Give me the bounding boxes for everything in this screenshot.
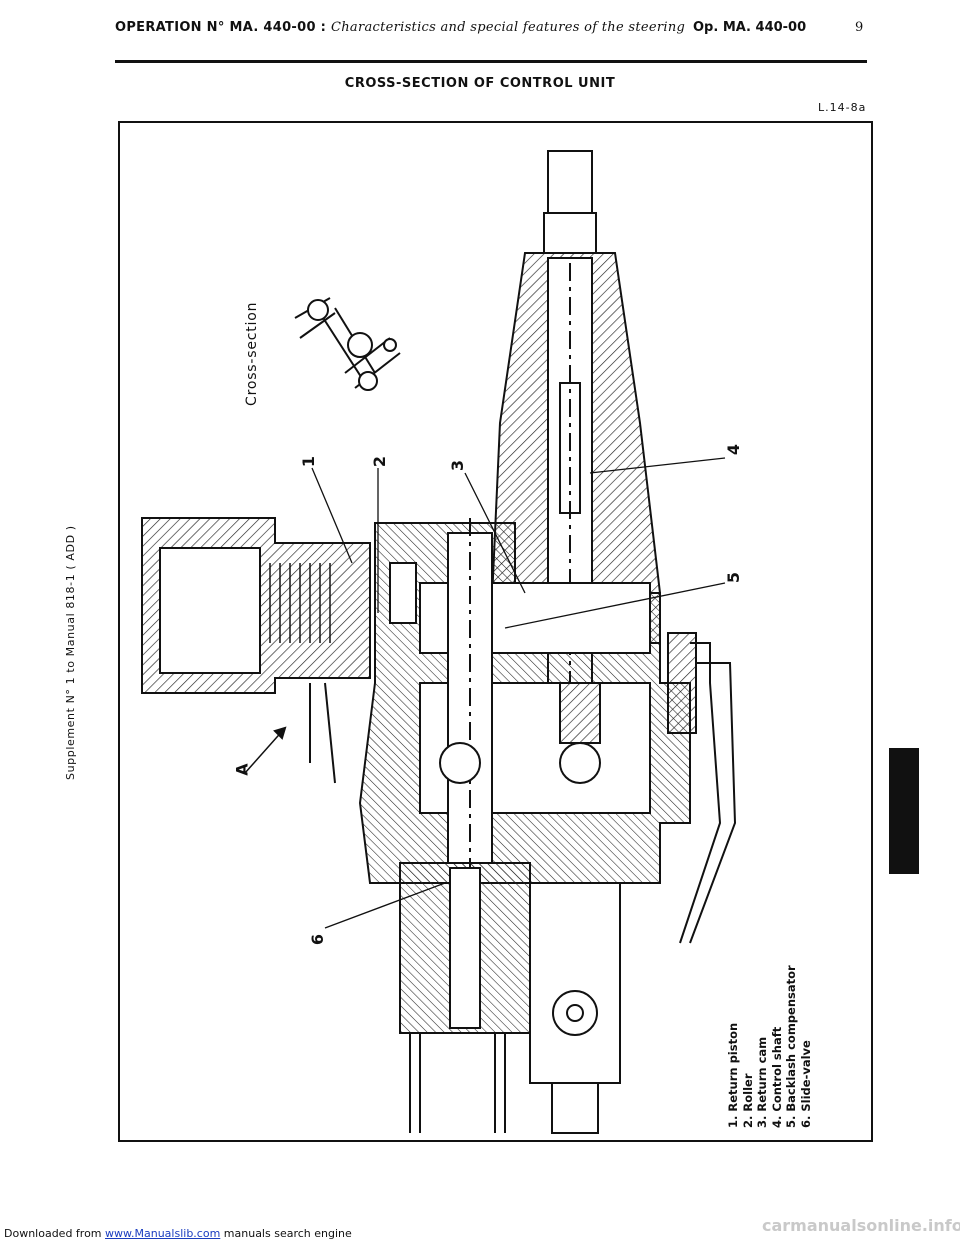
manualslib-link[interactable]: www.Manualslib.com xyxy=(105,1227,221,1240)
cross-section-label: Cross-section xyxy=(244,301,260,406)
callout-1: 1 xyxy=(299,455,319,468)
universal-joint xyxy=(529,882,621,1084)
header-subject: Characteristics and special features of … xyxy=(330,20,686,35)
download-footer: Downloaded from www.Manualslib.com manua… xyxy=(4,1227,352,1240)
figure-title: CROSS-SECTION OF CONTROL UNIT xyxy=(344,76,616,91)
piston-bore xyxy=(159,547,261,674)
cross-section-inset xyxy=(294,297,401,391)
section-tab-marker xyxy=(889,748,919,874)
legend-item: 1. Return piston xyxy=(726,1022,740,1128)
callout-4: 4 xyxy=(724,443,744,456)
figure-reference: L.14-8a xyxy=(818,101,867,114)
shaft-end xyxy=(547,150,593,214)
leader-4 xyxy=(589,457,726,474)
legend-item: 5. Backlash compensator xyxy=(784,965,798,1128)
leader-5 xyxy=(504,582,726,629)
page-number: 9 xyxy=(855,20,864,35)
header-operation: OPERATION N° MA. 440-00 : Characteristic… xyxy=(115,20,686,35)
callout-2: 2 xyxy=(370,455,390,468)
roller xyxy=(389,562,417,624)
watermark: carmanualsonline.info xyxy=(762,1216,960,1235)
header-rule xyxy=(115,60,867,63)
lower-shaft xyxy=(551,1082,599,1134)
callout-6: 6 xyxy=(308,933,328,946)
shaft-splines xyxy=(543,212,597,254)
callout-5: 5 xyxy=(724,571,744,584)
mounting-bracket xyxy=(679,642,722,944)
callout-3: 3 xyxy=(448,459,468,472)
footer-prefix: Downloaded from xyxy=(4,1227,102,1240)
header-op-code: Op. MA. 440-00 xyxy=(693,20,807,35)
figure-frame xyxy=(118,121,873,1142)
compensator-spring-block xyxy=(559,682,601,744)
parts-legend: 1. Return piston 2. Roller 3. Return cam… xyxy=(726,965,813,1128)
leader-6 xyxy=(324,882,446,929)
control-unit-cross-section-drawing xyxy=(141,150,737,1134)
legend-item: 4. Control shaft xyxy=(769,1026,784,1128)
legend-item: 3. Return cam xyxy=(755,1036,769,1128)
page-header: OPERATION N° MA. 440-00 : Characteristic… xyxy=(115,20,875,42)
leader-1 xyxy=(311,467,353,564)
legend-item: 2. Roller xyxy=(740,1073,755,1129)
footer-suffix: manuals search engine xyxy=(223,1227,352,1240)
slide-valve xyxy=(449,867,481,1029)
leader-3 xyxy=(464,472,526,594)
view-marker-a: A xyxy=(232,763,252,776)
supplement-note: Supplement N° 1 to Manual 818-1 ( ADD ) xyxy=(64,525,77,780)
legend-item: 6. Slide-valve xyxy=(798,1040,813,1128)
